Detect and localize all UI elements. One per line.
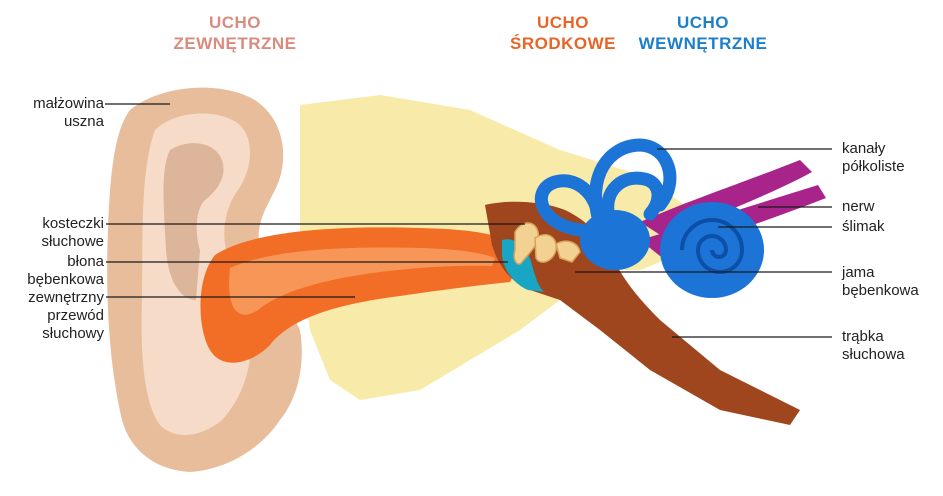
label-przewod-line1: zewnętrzny xyxy=(4,289,104,307)
label-blona-line2: bębenkowa xyxy=(4,271,104,289)
label-blona-line1: błona xyxy=(4,253,104,271)
header-middle-ear-line1: UCHO xyxy=(498,12,628,33)
header-inner-ear: UCHO WEWNĘTRZNE xyxy=(628,12,778,54)
label-kosteczki-line2: słuchowe xyxy=(4,233,104,251)
label-jama: jama bębenkowa xyxy=(842,264,942,300)
label-przewod-line2: przewód xyxy=(4,307,104,325)
header-inner-ear-line2: WEWNĘTRZNE xyxy=(628,33,778,54)
label-jama-line2: bębenkowa xyxy=(842,282,942,300)
label-kanaly: kanały półkoliste xyxy=(842,140,940,176)
cochlea-shape xyxy=(660,202,764,298)
header-inner-ear-line1: UCHO xyxy=(628,12,778,33)
label-trabka-line2: słuchowa xyxy=(842,346,940,364)
label-trabka: trąbka słuchowa xyxy=(842,328,940,364)
label-przewod: zewnętrzny przewód słuchowy xyxy=(4,289,104,343)
label-kanaly-line1: kanały xyxy=(842,140,940,158)
label-kanaly-line2: półkoliste xyxy=(842,158,940,176)
vestibule-shape xyxy=(580,210,650,270)
label-jama-line1: jama xyxy=(842,264,942,282)
label-malzowina-line2: uszna xyxy=(4,113,104,131)
label-malzowina-line1: małżowina xyxy=(4,95,104,113)
label-nerw: nerw xyxy=(842,198,940,216)
header-middle-ear-line2: ŚRODKOWE xyxy=(498,33,628,54)
label-kosteczki: kosteczki słuchowe xyxy=(4,215,104,251)
label-trabka-line1: trąbka xyxy=(842,328,940,346)
header-outer-ear-line2: ZEWNĘTRZNE xyxy=(165,33,305,54)
header-middle-ear: UCHO ŚRODKOWE xyxy=(498,12,628,54)
label-slimak: ślimak xyxy=(842,218,940,236)
label-przewod-line3: słuchowy xyxy=(4,325,104,343)
label-blona: błona bębenkowa xyxy=(4,253,104,289)
label-slimak-line1: ślimak xyxy=(842,218,940,236)
label-nerw-line1: nerw xyxy=(842,198,940,216)
header-outer-ear-line1: UCHO xyxy=(165,12,305,33)
label-malzowina: małżowina uszna xyxy=(4,95,104,131)
label-kosteczki-line1: kosteczki xyxy=(4,215,104,233)
header-outer-ear: UCHO ZEWNĘTRZNE xyxy=(165,12,305,54)
